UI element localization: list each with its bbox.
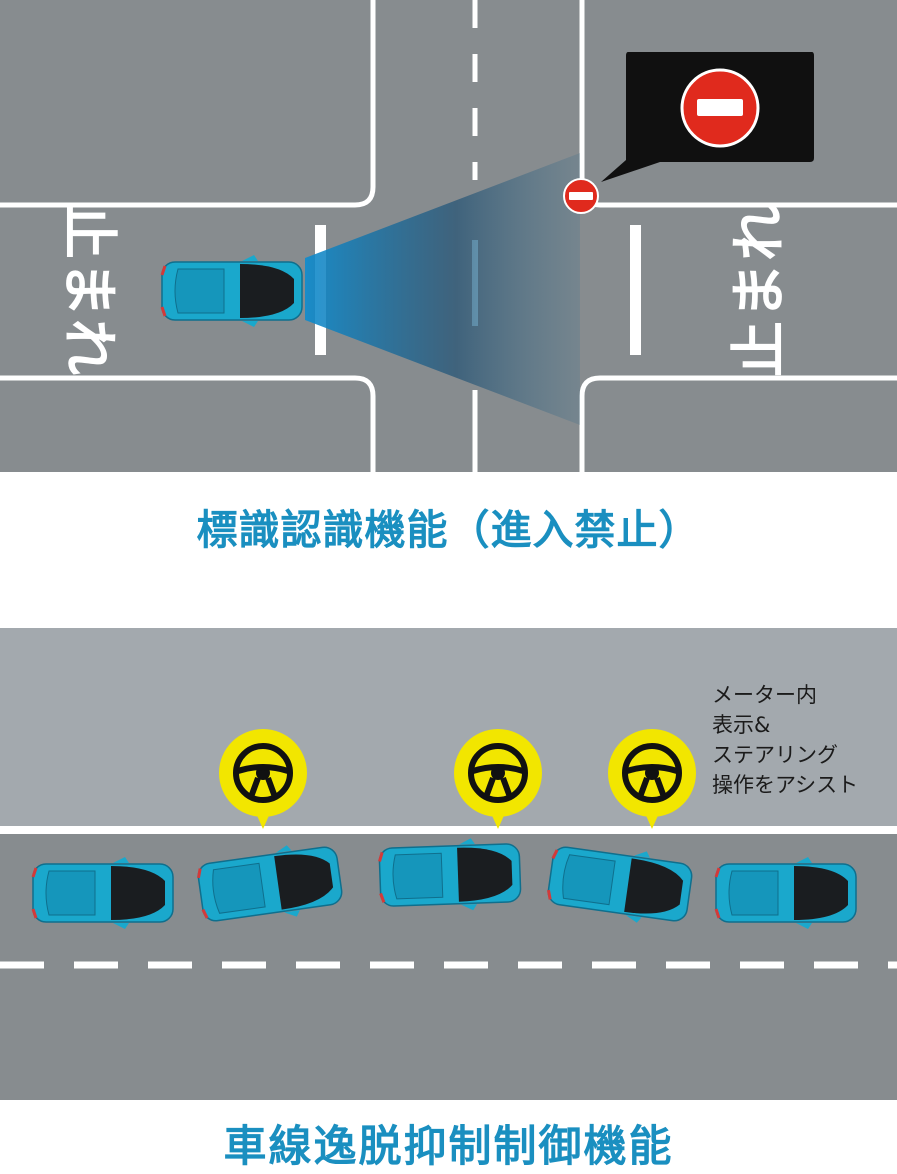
car-icon [714, 855, 858, 931]
section-caption-sign-recognition: 標識認識機能（進入禁止） [196, 506, 701, 554]
no-entry-sign-icon [680, 68, 760, 148]
no-entry-sign-icon [563, 178, 599, 214]
assist-note-line: ステアリング [712, 743, 838, 767]
sign-display-bubble [601, 52, 814, 182]
section-caption-lane-departure: 車線逸脱抑制制御機能 [223, 1122, 674, 1172]
road-marking-left: 止まれ [56, 203, 121, 377]
car-icon [160, 253, 304, 329]
steering-wheel-icon [454, 729, 542, 829]
car-icon [31, 855, 175, 931]
steering-wheel-icon [608, 729, 696, 829]
assist-note: メーター内 表示& ステアリング 操作をアシスト [712, 680, 897, 800]
road-marking-right: 止まれ [728, 203, 793, 377]
assist-note-line: 表示& [712, 713, 771, 737]
camera-detection-beam [305, 153, 580, 425]
assist-note-line: メーター内 [712, 683, 817, 707]
car-icon [377, 835, 523, 915]
steering-wheel-icon [219, 729, 307, 829]
assist-note-line: 操作をアシスト [712, 773, 859, 797]
